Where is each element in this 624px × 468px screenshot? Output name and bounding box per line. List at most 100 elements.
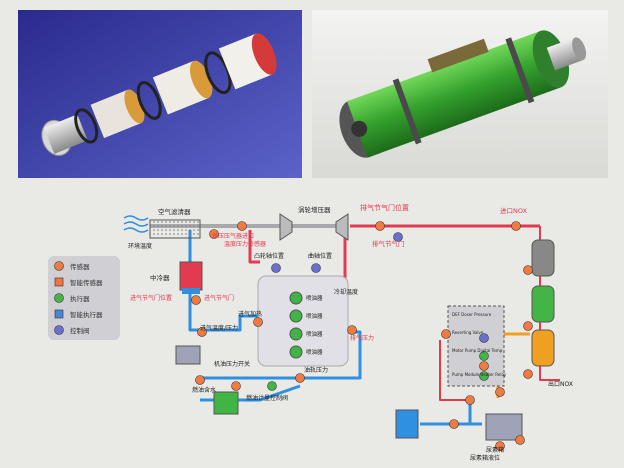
sensor-marker [449, 419, 459, 429]
def-module [447, 305, 505, 387]
exhaust-throttle-label: 排气节气门位置 [360, 203, 409, 212]
fuel-pump [213, 391, 239, 415]
sensor-marker [191, 295, 201, 305]
valve-marker [311, 263, 321, 273]
air-filter [149, 219, 201, 239]
intake-heater-label: 进气加热 [238, 310, 262, 318]
legend-valve-icon [54, 325, 64, 335]
legend-sensor-icon [54, 261, 64, 271]
fuel-metering-label: 燃油计量控制阀 [246, 394, 288, 402]
injector-label: 喷油器 [306, 294, 323, 302]
intake-temp-sensor-label: 温度压力传感器 [224, 240, 266, 248]
valve-marker [271, 263, 281, 273]
sensor-marker [231, 381, 241, 391]
sensor-marker [465, 395, 475, 405]
actuator-marker [479, 351, 489, 361]
outlet-nox2-label: 出口NOX [548, 380, 573, 388]
def-line-red [439, 340, 470, 401]
injector-label: 喷油器 [306, 348, 323, 356]
intake-throttle-pos-label: 进气节气门位置 [130, 294, 172, 302]
actuator-marker [267, 381, 277, 391]
exhaust-throttle-valve-label: 排气节气门 [372, 239, 405, 248]
sensor-marker [523, 321, 533, 331]
egr-pressure-label: 排气压力 [350, 334, 374, 342]
legend-smart_sensor-icon [54, 277, 64, 287]
intercooler [179, 261, 203, 291]
markers [54, 221, 533, 451]
boost-intake-label: 增压压气器进口 [212, 232, 254, 240]
air-filter-label: 空气滤清器 [158, 207, 191, 216]
fuel-water-label: 燃油含水 [192, 386, 216, 394]
outlet-nox-label: 进口NOX [500, 207, 528, 215]
intercooler-label: 中冷器 [150, 273, 170, 282]
intake-blue-2 [188, 262, 260, 332]
injector [289, 309, 303, 323]
sensor-marker [195, 375, 205, 385]
injector [289, 327, 303, 341]
sensor-marker [479, 361, 489, 371]
air-wave [123, 215, 149, 221]
catalyst [531, 329, 555, 367]
catalyst [531, 285, 555, 323]
turbo-label: 涡轮增压器 [298, 205, 331, 214]
sensor-marker [197, 327, 207, 337]
sensor-marker [253, 317, 263, 327]
oil-tank [175, 345, 201, 365]
valve-marker [393, 232, 403, 242]
sensor-marker [511, 221, 521, 231]
sensor-marker [495, 387, 505, 397]
egr-line [248, 230, 260, 264]
sensor-marker [347, 325, 357, 335]
pump-module-heater-label: Pump Module Heater Relay [452, 372, 507, 377]
sensor-marker [295, 373, 305, 383]
sensor-marker [515, 435, 525, 445]
legend-label: 智能传感器 [70, 278, 103, 287]
reverting-valve-label: Reverting Valve [452, 330, 484, 335]
injector [289, 345, 303, 359]
ambient-temp-label: 环境温度 [128, 242, 152, 250]
coolant-tank [395, 409, 419, 439]
crank-pos-label: 曲轴位置 [308, 252, 332, 260]
exhaust-right [539, 226, 560, 381]
sensor-marker [523, 369, 533, 379]
urea-tank [485, 413, 523, 441]
air-wave [123, 221, 149, 227]
legend-label: 执行器 [70, 294, 90, 303]
air-wave [123, 227, 149, 233]
motor-pump-label: Motor Pump Digital Temp [452, 348, 503, 353]
legend-smart_actuator-icon [54, 309, 64, 319]
injector-label: 喷油器 [306, 330, 323, 338]
fuel-pressure-label: 油轨压力 [304, 366, 328, 374]
compressor [279, 213, 293, 241]
cam-pos-label: 凸轮轴位置 [254, 252, 284, 260]
sensor-marker [495, 441, 505, 451]
legend [48, 256, 120, 340]
injector [289, 291, 303, 305]
urea-level-label: 尿素箱液位 [470, 454, 500, 462]
sensor-marker [209, 229, 219, 239]
coolant-temp-label: 冷却温度 [334, 288, 358, 296]
intake-throttle-label: 进气节气门 [204, 294, 234, 302]
legend-label: 控制阀 [70, 326, 90, 335]
intercooler-bottom [182, 288, 200, 294]
catalyst [531, 239, 555, 277]
legend-actuator-icon [54, 293, 64, 303]
def-doser-pressure-label: DEF Doser Pressure [452, 312, 492, 317]
sensor-marker [441, 329, 451, 339]
sensor-marker [523, 265, 533, 275]
actuator-marker [479, 371, 489, 381]
exploded-view-image [18, 10, 302, 178]
legend-label: 智能执行器 [70, 310, 103, 319]
urea-box-label: 尿素箱 [486, 446, 504, 454]
injector-label: 喷油器 [306, 312, 323, 320]
oil-pressure-switch-label: 机油压力开关 [214, 360, 250, 368]
components [123, 213, 555, 441]
assembly-image [312, 10, 608, 178]
sensor-marker [375, 221, 385, 231]
sensor-marker [237, 221, 247, 231]
legend-label: 传感器 [70, 262, 90, 271]
intake-temp-pressure-label: 进气温度/压力 [200, 324, 238, 332]
